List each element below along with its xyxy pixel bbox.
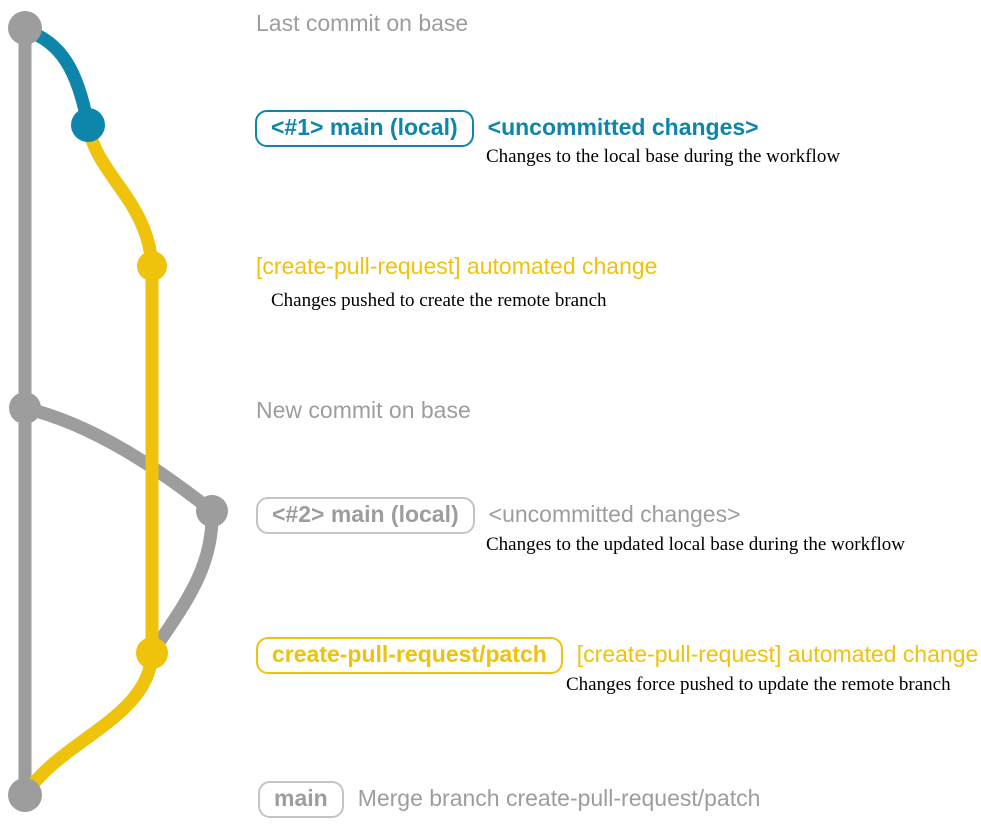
row-local-main-1: <#1> main (local) <uncommitted changes> <box>255 110 759 147</box>
description-local-main-2: Changes to the updated local base during… <box>486 534 905 555</box>
description-local-main-1: Changes to the local base during the wor… <box>486 146 841 167</box>
branch-pill-main[interactable]: main <box>258 781 344 818</box>
branch-pill-local-main-2[interactable]: <#2> main (local) <box>256 497 475 534</box>
row-remote-patch-2: create-pull-request/patch [create-pull-r… <box>256 637 978 674</box>
headline-automated-change-2: [create-pull-request] automated change <box>576 641 979 667</box>
node-local-main-2 <box>196 495 228 527</box>
headline-merge-branch: Merge branch create-pull-request/patch <box>357 785 761 811</box>
edge-remote-to-merge <box>18 646 159 802</box>
headline-uncommitted-changes-2: <uncommitted changes> <box>488 501 741 527</box>
node-new-commit-on-base <box>9 392 41 424</box>
row-last-commit-on-base: Last commit on base <box>256 12 468 35</box>
edge-base-to-local-2 <box>18 401 219 518</box>
node-last-commit-on-base <box>8 11 42 45</box>
headline-last-commit-on-base: Last commit on base <box>256 10 469 36</box>
edge-local-1-to-remote-1 <box>81 118 159 273</box>
branch-pill-create-pull-request-patch[interactable]: create-pull-request/patch <box>256 637 563 674</box>
headline-new-commit-on-base: New commit on base <box>256 397 471 423</box>
row-merge-main: main Merge branch create-pull-request/pa… <box>258 781 760 818</box>
headline-automated-change-1: [create-pull-request] automated change <box>256 253 658 279</box>
row-new-commit-on-base: New commit on base <box>256 399 471 422</box>
node-remote-patch-1 <box>137 251 167 281</box>
row-local-main-2: <#2> main (local) <uncommitted changes> <box>256 497 741 534</box>
edge-base-to-local-1 <box>18 23 95 132</box>
node-merge-main <box>8 778 42 812</box>
description-remote-patch-2: Changes force pushed to update the remot… <box>566 674 951 695</box>
description-remote-patch-1: Changes pushed to create the remote bran… <box>271 290 607 311</box>
edge-local-2-to-remote-patch-2 <box>145 504 219 660</box>
headline-uncommitted-changes-1: <uncommitted changes> <box>487 114 759 140</box>
branch-pill-local-main-1[interactable]: <#1> main (local) <box>255 110 474 147</box>
node-remote-patch-2 <box>136 637 168 669</box>
row-remote-patch-1: [create-pull-request] automated change <box>256 255 657 278</box>
node-local-main-1 <box>71 108 105 142</box>
